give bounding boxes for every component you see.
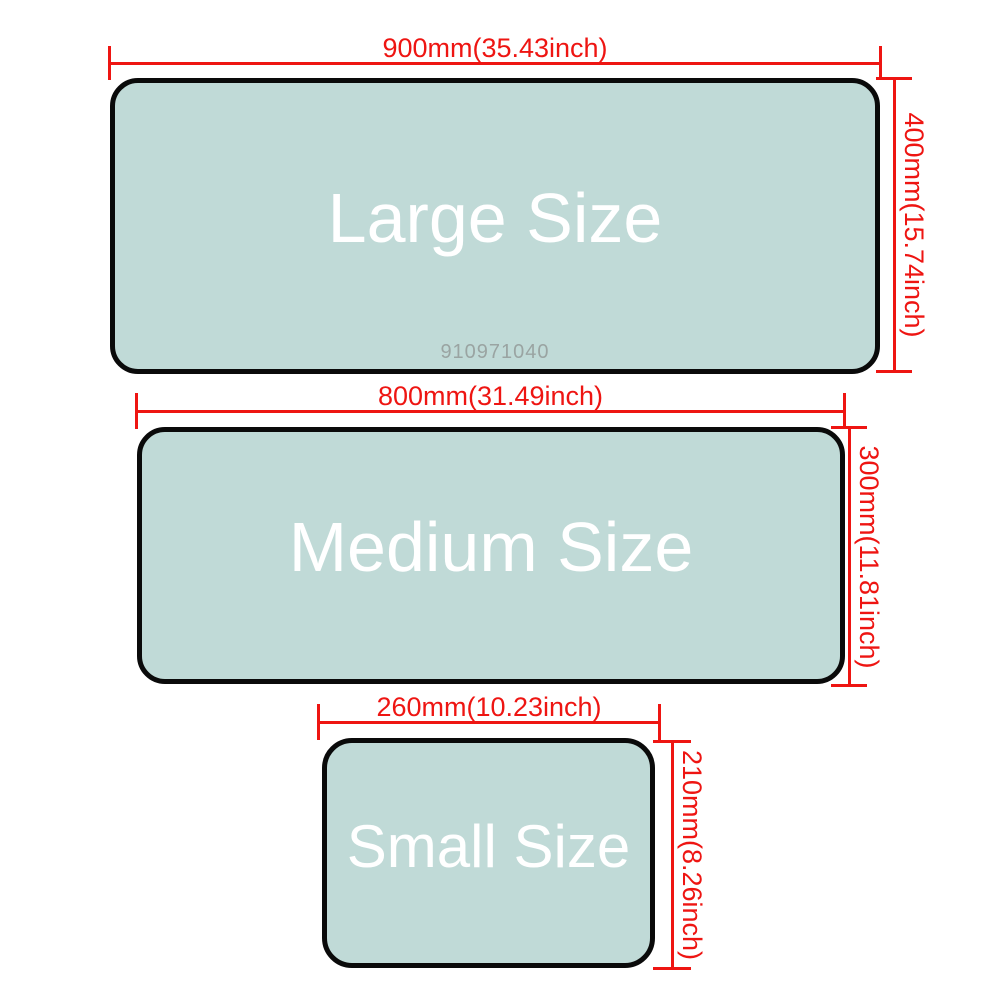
dimension-line: [108, 61, 882, 65]
dimension-tick-top: [876, 77, 912, 80]
dimension-tick-bottom: [653, 967, 691, 970]
width-dimension-label-medium: 800mm(31.49inch): [377, 381, 604, 411]
pad-large: Large Size 910971040: [110, 78, 880, 374]
height-dimension-label-medium: 300mm(11.81inch): [854, 444, 884, 669]
pad-size-label-small: Small Size: [346, 813, 631, 880]
dimension-tick-left: [135, 393, 138, 429]
dimension-tick-right: [843, 393, 846, 429]
dimension-tick-right: [879, 46, 882, 80]
watermark-text: 910971040: [440, 341, 550, 363]
pad-small: Small Size: [322, 738, 655, 968]
height-dimension-label-large: 400mm(15.74inch): [899, 112, 929, 338]
width-dimension-large: 900mm(35.43inch): [108, 35, 882, 80]
dimension-line: [317, 720, 661, 724]
dimension-tick-top: [653, 740, 691, 743]
width-dimension-medium: 800mm(31.49inch): [135, 383, 846, 429]
height-dimension-small: 210mm(8.26inch): [653, 740, 707, 970]
height-dimension-label-small: 210mm(8.26inch): [677, 749, 707, 961]
dimension-tick-bottom: [876, 370, 912, 373]
height-dimension-medium: 300mm(11.81inch): [831, 426, 884, 687]
width-dimension-small: 260mm(10.23inch): [317, 694, 661, 740]
dimension-line: [135, 409, 846, 413]
dimension-line: [670, 740, 674, 970]
dimension-tick-bottom: [831, 684, 867, 687]
dimension-line: [892, 77, 896, 373]
width-dimension-label-small: 260mm(10.23inch): [376, 692, 602, 722]
dimension-tick-left: [317, 704, 320, 740]
pad-medium: Medium Size: [137, 427, 845, 684]
dimension-tick-left: [108, 46, 111, 80]
dimension-tick-top: [831, 426, 867, 429]
width-dimension-label-large: 900mm(35.43inch): [382, 33, 608, 63]
height-dimension-large: 400mm(15.74inch): [876, 77, 929, 373]
dimension-tick-right: [658, 704, 661, 740]
dimension-line: [847, 426, 851, 687]
pad-size-label-large: Large Size: [327, 179, 663, 257]
pad-size-label-medium: Medium Size: [288, 507, 694, 586]
